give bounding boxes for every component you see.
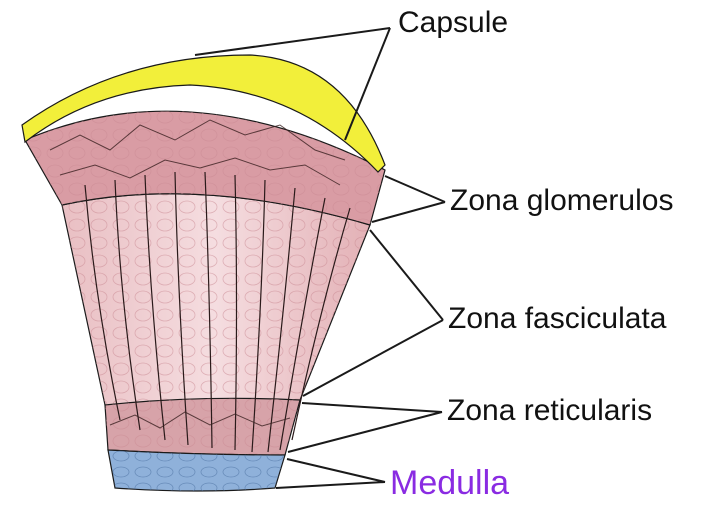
- medulla-label: Medulla: [390, 466, 509, 500]
- reticularis-leader: [302, 403, 442, 412]
- fasciculata-leader: [370, 230, 443, 320]
- medulla-leader: [287, 459, 385, 482]
- zona-glomerulosa-label: Zona glomerulos: [450, 186, 673, 216]
- zona-fasciculata-label: Zona fasciculata: [448, 304, 666, 334]
- capsule-label: Capsule: [398, 8, 508, 38]
- zona-reticularis-label: Zona reticularis: [447, 396, 652, 426]
- capsule-leader: [195, 28, 390, 55]
- glomerulosa-leader: [385, 176, 445, 202]
